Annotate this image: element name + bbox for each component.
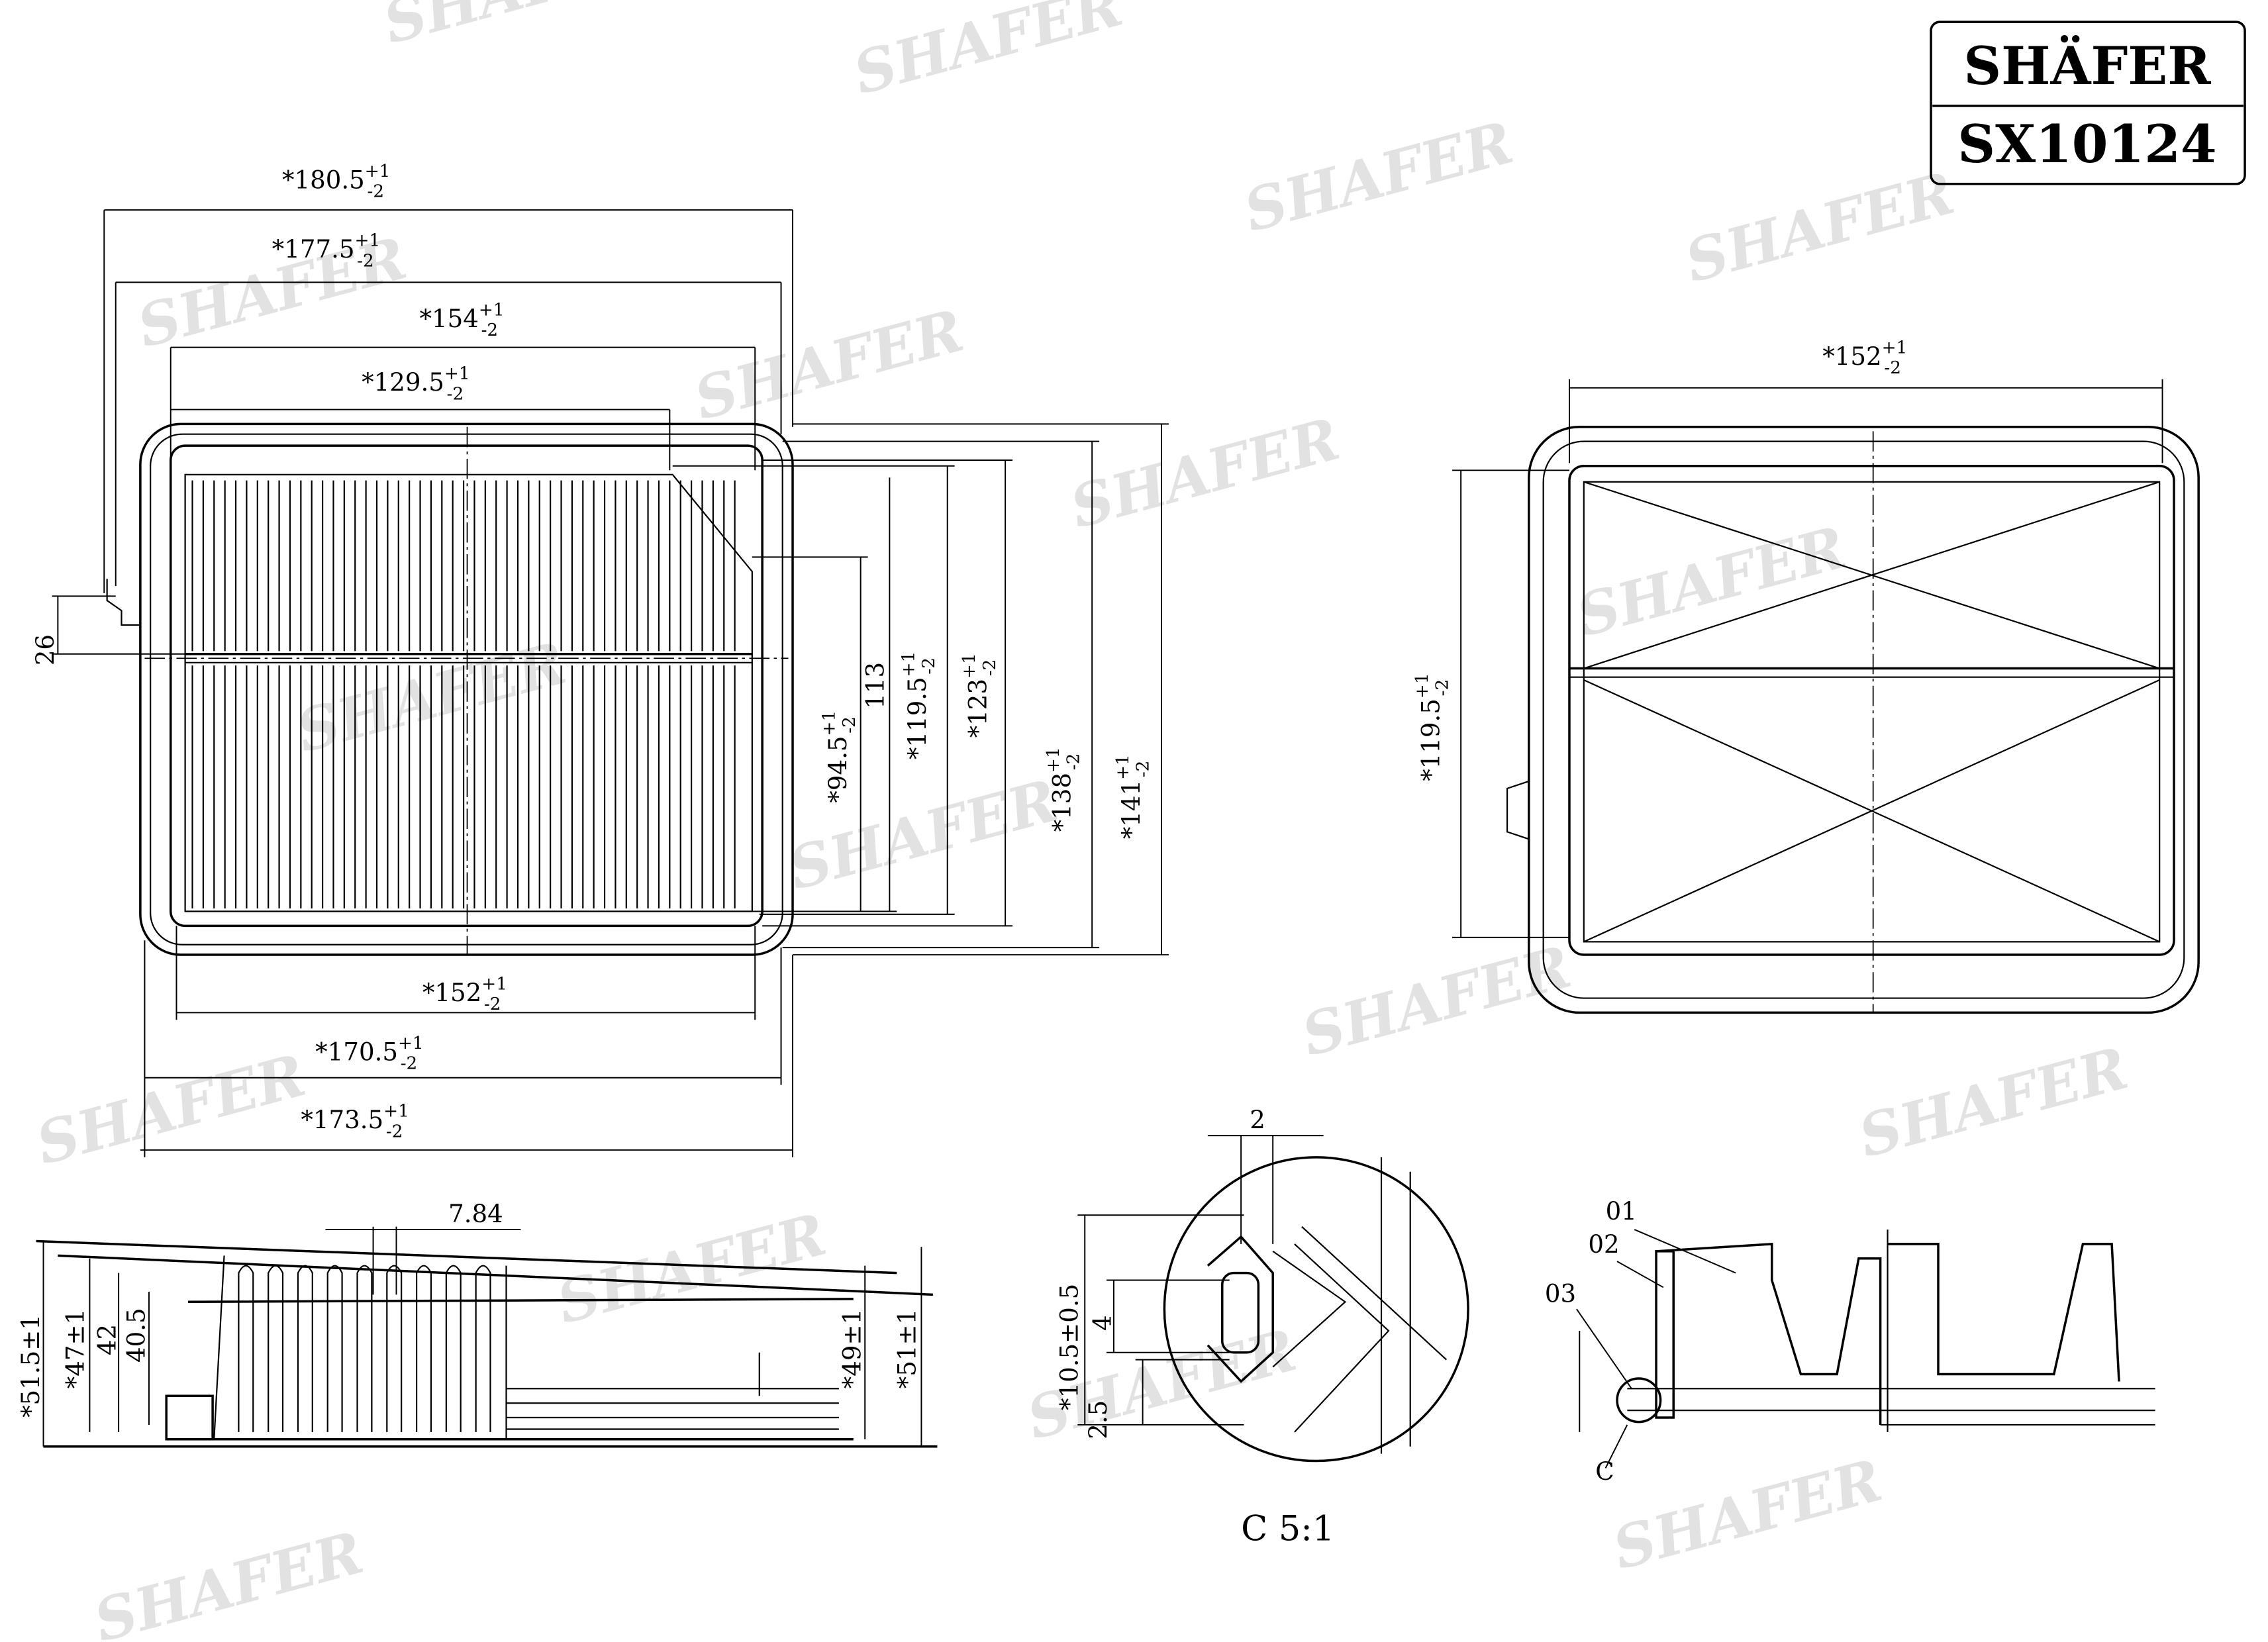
detail-caption: C 5:1: [1241, 1509, 1334, 1549]
part-number: SX10124: [1957, 113, 2216, 175]
callout-02: 02: [1588, 1230, 1619, 1259]
brand-logo: SHÄFER SX10124: [1930, 21, 2246, 185]
watermark: SHAFER: [29, 1041, 312, 1178]
dim-94-5: *94.5+1-2: [819, 710, 860, 803]
pleat-fold: [415, 1265, 432, 1432]
watermark: SHAFER: [1295, 932, 1578, 1069]
side-view: *51.5±1 *47±1 42 40.5 7.84 *49±1 *51±1: [17, 1200, 938, 1448]
dim-51-5: *51.5±1: [17, 1314, 45, 1418]
watermark: SHAFER: [1570, 513, 1853, 650]
dim-113: 113: [862, 662, 890, 709]
dim-129-5: *129.5+1-2: [362, 364, 469, 405]
dim-119-5-bottom: *119.5+1-2: [1412, 673, 1453, 781]
pleat-fold: [326, 1265, 343, 1432]
watermark: SHAFER: [1063, 405, 1346, 542]
callout-03: 03: [1545, 1279, 1576, 1308]
dim-2-5: 2.5: [1084, 1400, 1112, 1439]
watermark: SHAFER: [1852, 1034, 2135, 1171]
dim-170-5: *170.5+1-2: [315, 1034, 423, 1074]
pleat-fold: [297, 1265, 313, 1432]
pleat-fold: [356, 1265, 373, 1432]
detail-c: 2 *10.5±0.5 4 2.5 C 5:1: [1055, 1106, 1469, 1549]
watermark: SHAFER: [1678, 159, 1961, 296]
dim-123: *123+1-2: [960, 653, 1000, 738]
watermark: SHAFER: [846, 0, 1129, 108]
dim-49: *49±1: [838, 1309, 867, 1389]
dim-42: 42: [93, 1324, 122, 1355]
callout-01: 01: [1606, 1197, 1637, 1226]
dim-51: *51±1: [893, 1309, 922, 1389]
watermark: SHAFER: [1606, 1446, 1889, 1583]
watermark: SHAFER: [1237, 108, 1520, 245]
dim-152: *152+1-2: [422, 974, 507, 1014]
bottom-view: *152+1-2 *119.5+1-2: [1412, 338, 2200, 1014]
watermark: SHAFER: [377, 0, 660, 57]
watermark: SHAFER: [687, 296, 970, 433]
dim-2: 2: [1250, 1106, 1265, 1134]
pleat-fold: [386, 1265, 403, 1432]
watermark: SHAFER: [87, 1518, 370, 1642]
pleat-fold: [268, 1265, 284, 1432]
dim-40-5: 40.5: [122, 1308, 150, 1363]
pleat-lines: [191, 480, 736, 909]
side-pleats: [238, 1265, 491, 1432]
dim-177-5: *177.5+1-2: [272, 231, 380, 271]
callout-c: C: [1595, 1457, 1614, 1486]
section-view: 01 02 03 C: [1545, 1197, 2155, 1486]
dim-141: *141+1-2: [1113, 754, 1154, 839]
dim-119-5: *119.5+1-2: [899, 652, 939, 759]
dim-152-bottom: *152+1-2: [1822, 338, 1907, 378]
dim-173-5: *173.5+1-2: [301, 1102, 409, 1142]
dim-138: *138+1-2: [1044, 747, 1084, 832]
pleat-fold: [445, 1265, 462, 1432]
top-view: *180.5+1-2 *177.5+1-2 *154+1-2 *129.5+1-…: [31, 162, 1169, 1157]
dim-47: *47±1: [62, 1309, 90, 1389]
dim-154: *154+1-2: [419, 301, 504, 341]
dim-26: 26: [31, 634, 60, 665]
pleat-fold: [475, 1265, 491, 1432]
dim-4: 4: [1089, 1315, 1117, 1331]
brand-name: SHÄFER: [1963, 35, 2211, 97]
dim-7-84: 7.84: [448, 1200, 503, 1228]
dim-10-5: *10.5±0.5: [1055, 1284, 1083, 1410]
pleat-fold: [238, 1265, 254, 1432]
dim-180-5: *180.5+1-2: [282, 162, 390, 202]
